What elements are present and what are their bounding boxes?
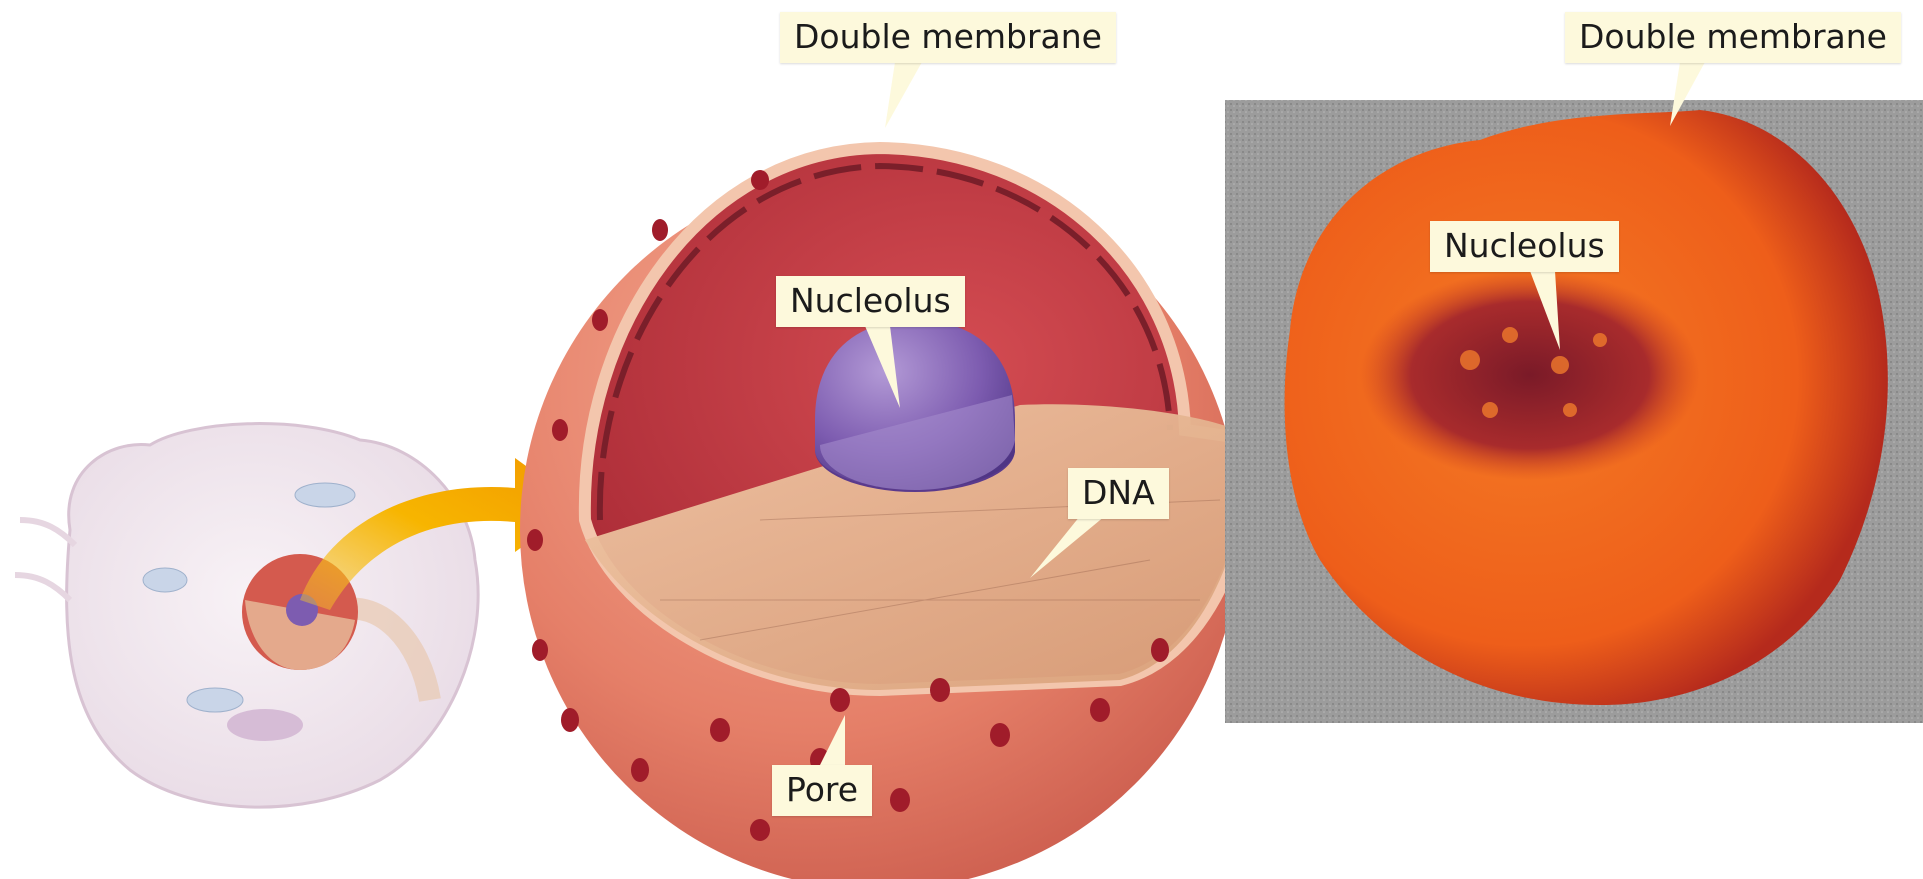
- micrograph-double-membrane-label: Double membrane: [1565, 12, 1901, 63]
- double-membrane-label: Double membrane: [780, 12, 1116, 63]
- dna-label: DNA: [1068, 468, 1169, 519]
- nucleolus-label: Nucleolus: [776, 276, 965, 327]
- pore-label: Pore: [772, 765, 872, 816]
- micrograph-nucleolus-label: Nucleolus: [1430, 221, 1619, 272]
- electron-micrograph: [1225, 100, 1923, 723]
- animal-cell-illustration: [15, 424, 478, 808]
